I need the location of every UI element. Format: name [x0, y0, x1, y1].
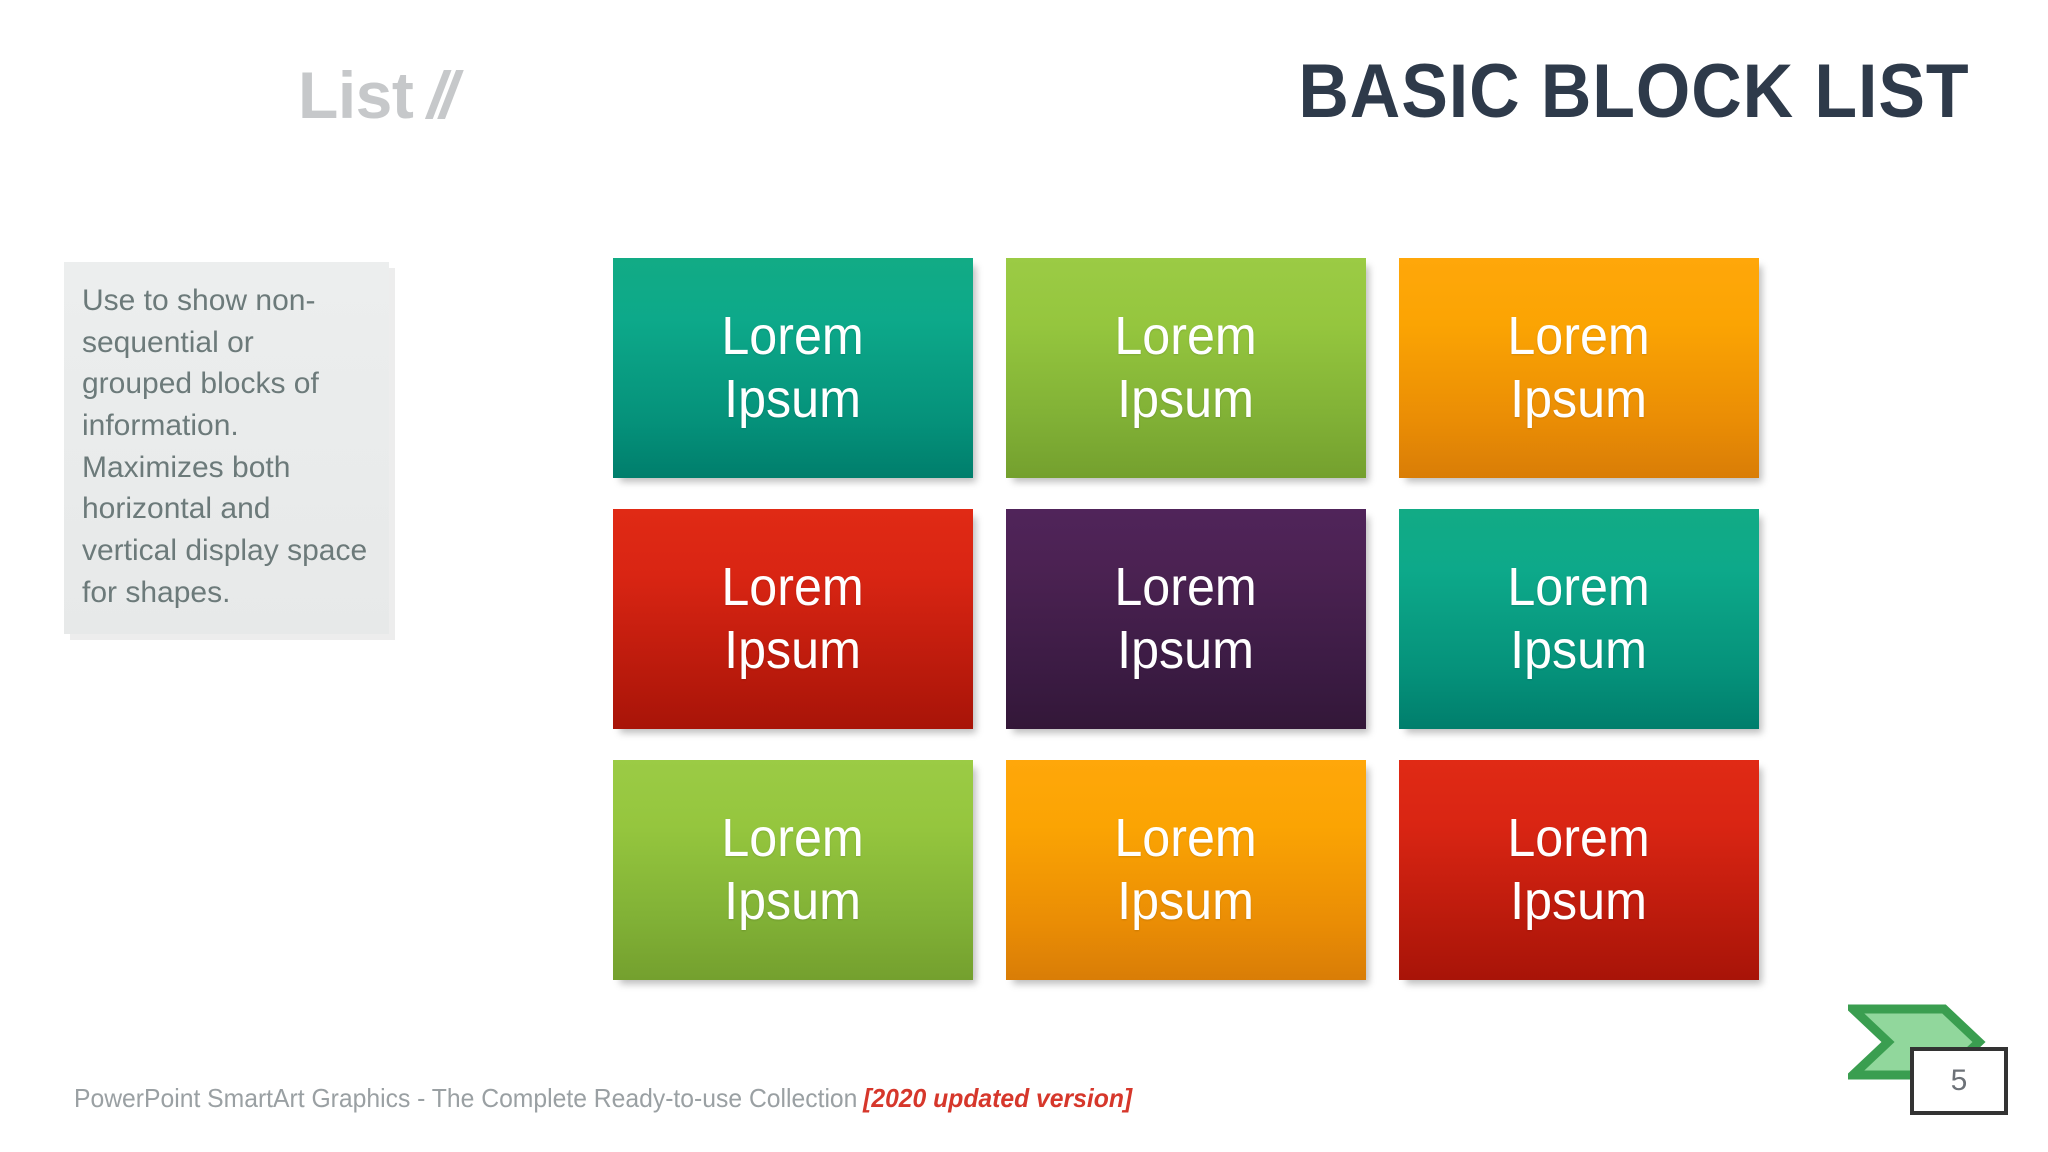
slide-kicker: List//	[298, 58, 458, 132]
description-text: Use to show non-sequential or grouped bl…	[82, 284, 368, 609]
block-item[interactable]: Lorem Ipsum	[613, 258, 973, 478]
block-item[interactable]: Lorem Ipsum	[1399, 760, 1759, 980]
block-label: Lorem Ipsum	[721, 808, 865, 931]
footer-version: [2020 updated version]	[863, 1083, 1133, 1113]
block-item[interactable]: Lorem Ipsum	[1399, 509, 1759, 729]
block-item[interactable]: Lorem Ipsum	[613, 760, 973, 980]
page-badge: 5	[1848, 1003, 2033, 1123]
block-item[interactable]: Lorem Ipsum	[1006, 760, 1366, 980]
footer-text: PowerPoint SmartArt Graphics - The Compl…	[74, 1083, 858, 1113]
kicker-word: List	[298, 58, 414, 132]
block-label: Lorem Ipsum	[1114, 808, 1258, 931]
kicker-slashes-icon: //	[427, 58, 458, 132]
block-label: Lorem Ipsum	[1114, 557, 1258, 680]
page-number: 5	[1950, 1064, 1968, 1097]
block-label: Lorem Ipsum	[1114, 306, 1258, 429]
block-item[interactable]: Lorem Ipsum	[613, 509, 973, 729]
block-item[interactable]: Lorem Ipsum	[1006, 509, 1366, 729]
block-label: Lorem Ipsum	[721, 306, 865, 429]
block-grid: Lorem Ipsum Lorem Ipsum Lorem Ipsum Lore…	[613, 258, 1759, 981]
description-card: Use to show non-sequential or grouped bl…	[64, 262, 389, 634]
block-label: Lorem Ipsum	[1507, 306, 1651, 429]
page-number-box: 5	[1910, 1047, 2008, 1115]
block-label: Lorem Ipsum	[1507, 808, 1651, 931]
footer: PowerPoint SmartArt Graphics - The Compl…	[74, 1083, 1132, 1114]
page-title: BASIC BLOCK LIST	[1298, 49, 1970, 134]
block-label: Lorem Ipsum	[721, 557, 865, 680]
block-item[interactable]: Lorem Ipsum	[1006, 258, 1366, 478]
block-item[interactable]: Lorem Ipsum	[1399, 258, 1759, 478]
block-label: Lorem Ipsum	[1507, 557, 1651, 680]
